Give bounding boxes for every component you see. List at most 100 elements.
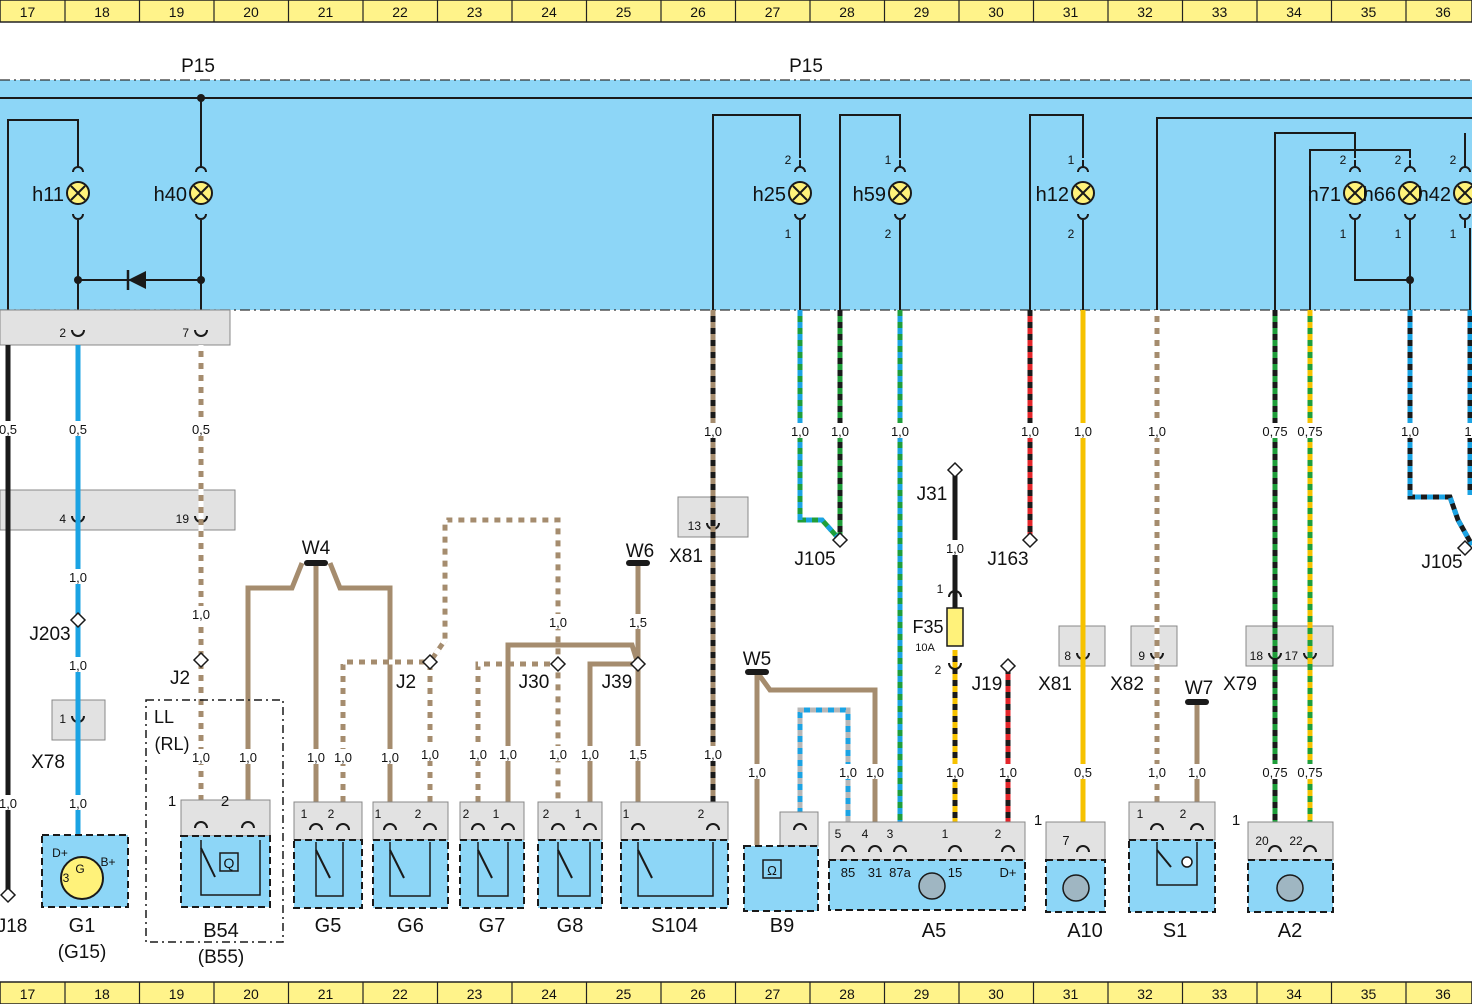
wire-gauge-label: 1,0: [192, 607, 210, 622]
component-pin-label: 2: [1180, 807, 1187, 821]
wire-gauge-label: 1,0: [0, 796, 17, 811]
fuse-icon: [946, 607, 964, 647]
lamp-cross: [1075, 185, 1091, 201]
component-header: [828, 821, 1026, 861]
panel-wire: [1156, 117, 1472, 310]
component-pin-label: 1: [301, 807, 308, 821]
ground-label: W6: [626, 541, 655, 562]
grid-column-label: 30: [988, 986, 1004, 1002]
connector-pin-label: 18: [1250, 649, 1264, 663]
grid-column-label: 35: [1361, 4, 1377, 20]
lamp-pin: 1: [1068, 153, 1075, 167]
component-G5: [293, 801, 363, 909]
lamp-socket: [794, 160, 806, 228]
component-pin-label: 1: [575, 807, 582, 821]
component-pin-icon: [1268, 845, 1282, 853]
splice-icon: [421, 653, 439, 671]
wire-gauge-label: 1,0: [748, 765, 766, 780]
grid-column-label: 33: [1212, 986, 1228, 1002]
splice-label: J39: [602, 672, 633, 693]
splice-label: J19: [972, 674, 1003, 695]
connector-pin-label: 2: [59, 326, 66, 340]
lamp-cross: [70, 185, 86, 201]
splice-label: J18: [0, 916, 27, 937]
wire-gauge-label: 0,75: [1262, 424, 1287, 439]
splice-label: J105: [794, 549, 835, 570]
ground-point-icon: [745, 669, 769, 675]
splice-label: J2: [396, 672, 416, 693]
component-pin-label: 2: [221, 793, 229, 810]
component-pin-label: 1: [623, 807, 630, 821]
lamp-pin: 2: [1068, 227, 1075, 241]
component-header: [293, 801, 363, 841]
grid-column-label: 32: [1137, 4, 1153, 20]
wire-gauge-label: 1,0: [891, 424, 909, 439]
lamp-socket: [1459, 160, 1471, 228]
component-pin-icon: [793, 823, 807, 831]
component-label: A10: [1067, 920, 1103, 942]
lamp-label: h59: [853, 184, 886, 206]
lamp-label: h66: [1363, 184, 1396, 206]
component-header: [620, 801, 729, 841]
wire-gauge-label: 1,5: [629, 747, 647, 762]
panel-wire: [1309, 149, 1411, 310]
wire-gauge-label: 1,0: [831, 424, 849, 439]
grid-column-label: 28: [839, 4, 855, 20]
ground-label: W5: [743, 649, 772, 670]
grid-column-label: 36: [1435, 986, 1451, 1002]
group-label: (RL): [155, 734, 190, 754]
transistor-icon: [918, 872, 946, 900]
gauge-gap: [417, 746, 443, 761]
lamp-pin: 1: [785, 227, 792, 241]
component-S104: [620, 801, 729, 909]
component-pin-icon: [309, 823, 323, 831]
gauge-gap: [1455, 423, 1472, 438]
lamp-cross: [792, 185, 808, 201]
component-label: G8: [557, 915, 584, 937]
wire-gauge-label: 1,0: [69, 658, 87, 673]
lamp-pin: 1: [885, 153, 892, 167]
component-label: G5: [315, 915, 342, 937]
grid-column-label: 20: [243, 4, 259, 20]
connector-label: X81: [1038, 674, 1072, 695]
lamp-h42: [1453, 160, 1472, 228]
lamp-cross: [892, 185, 908, 201]
lamp-pin: 2: [1450, 153, 1457, 167]
component-pin-label: 22: [1289, 834, 1303, 848]
component-header: [459, 801, 525, 841]
gauge-gap: [1297, 764, 1323, 779]
switch-contact-icon: [557, 849, 573, 879]
component-pin-icon: [841, 845, 855, 853]
switch-loop: [557, 842, 591, 897]
component-pin-icon: [868, 845, 882, 853]
connector-block: [0, 489, 236, 531]
grid-column-label: 35: [1361, 986, 1377, 1002]
gauge-gap: [1070, 423, 1096, 438]
component-terminal-label: D+: [1000, 865, 1017, 880]
wire-gauge-label: 1,0: [1148, 765, 1166, 780]
grid-column-label: 31: [1063, 986, 1079, 1002]
gauge-gap: [700, 746, 726, 761]
wire-gauge-label: 1,0: [1021, 424, 1039, 439]
grid-column-label: 27: [765, 4, 781, 20]
component-label: G6: [397, 915, 424, 937]
component-pin-label: 2: [415, 807, 422, 821]
panel-wire: [1029, 114, 1084, 310]
wire-gauge-label: 0,5: [0, 422, 17, 437]
component-pin-icon: [383, 823, 397, 831]
ground-point-icon: [304, 560, 328, 566]
splice-label: J203: [29, 624, 70, 645]
wire-brown: [505, 642, 641, 820]
connector-label: X82: [1110, 674, 1144, 695]
component-pin-icon: [948, 845, 962, 853]
connector-pin-label: 9: [1138, 649, 1145, 663]
transistor-icon: [1276, 874, 1304, 902]
lamp-socket: [1077, 160, 1089, 228]
lamp-h25: [788, 160, 812, 228]
splice-icon: [192, 651, 210, 669]
switch-loop: [637, 842, 714, 897]
component-label: (G15): [58, 942, 107, 963]
gauge-gap: [65, 657, 91, 672]
grid-column-label: 18: [94, 4, 110, 20]
